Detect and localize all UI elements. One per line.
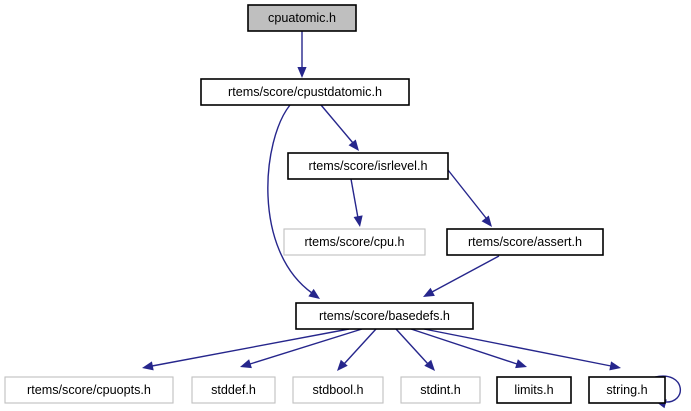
edge-basedefs-to-stdbool: [343, 328, 377, 365]
edge-basedefs-to-limits-arrowhead: [515, 359, 527, 369]
edge-isrlevel-to-assert-arrowhead: [481, 215, 492, 227]
node-box-basedefs[interactable]: [295, 302, 474, 330]
node-box-assert[interactable]: [446, 228, 604, 256]
edge-basedefs-to-cpuopts-arrowhead: [142, 361, 154, 371]
node-box-cpuopts[interactable]: [4, 376, 174, 404]
edge-basedefs-to-string: [423, 328, 612, 367]
edge-layer: [142, 31, 681, 409]
edge-isrlevel-to-assert: [447, 169, 487, 219]
node-assert[interactable]: rtems/score/assert.h: [446, 228, 604, 256]
node-string[interactable]: string.h: [588, 376, 666, 404]
edge-string-self-loop: [654, 375, 681, 403]
edge-cpustdatomic-to-isrlevel-arrowhead: [348, 139, 359, 151]
node-box-string[interactable]: [588, 376, 666, 404]
edge-cpustdatomic-to-isrlevel: [320, 104, 354, 144]
node-cpuopts[interactable]: rtems/score/cpuopts.h: [4, 376, 174, 404]
node-box-stdint[interactable]: [400, 376, 481, 404]
node-cpu[interactable]: rtems/score/cpu.h: [283, 228, 426, 256]
node-box-cpustdatomic[interactable]: [200, 78, 410, 106]
node-stdint[interactable]: stdint.h: [400, 376, 481, 404]
node-isrlevel[interactable]: rtems/score/isrlevel.h: [287, 152, 449, 180]
node-layer: cpuatomic.h rtems/score/cpustdatomic.h rte…: [4, 4, 666, 404]
edge-isrlevel-to-cpu-arrowhead: [353, 215, 363, 227]
node-box-cpuatomic[interactable]: [247, 4, 357, 32]
node-box-limits[interactable]: [496, 376, 572, 404]
node-stdbool[interactable]: stdbool.h: [292, 376, 384, 404]
edge-cpustdatomic-to-basedefs-arrowhead: [308, 288, 320, 299]
node-box-isrlevel[interactable]: [287, 152, 449, 180]
node-stddef[interactable]: stddef.h: [191, 376, 276, 404]
edge-basedefs-to-stdint-arrowhead: [424, 359, 435, 371]
edge-basedefs-to-stdint: [395, 328, 429, 365]
edge-isrlevel-to-cpu: [350, 178, 359, 219]
node-cpustdatomic[interactable]: rtems/score/cpustdatomic.h: [200, 78, 410, 106]
edge-cpustdatomic-to-basedefs: [267, 104, 313, 294]
node-box-stddef[interactable]: [191, 376, 276, 404]
edge-basedefs-to-limits: [410, 328, 518, 365]
node-limits[interactable]: limits.h: [496, 376, 572, 404]
edge-basedefs-to-stddef: [249, 328, 363, 365]
edge-basedefs-to-cpuopts: [151, 328, 350, 367]
edge-basedefs-to-string-arrowhead: [609, 361, 621, 371]
node-basedefs[interactable]: rtems/score/basedefs.h: [295, 302, 474, 330]
edge-assert-to-basedefs: [431, 255, 500, 293]
edge-basedefs-to-stddef-arrowhead: [240, 359, 252, 369]
node-box-stdbool[interactable]: [292, 376, 384, 404]
edge-cpuatomic-to-cpustdatomic-arrowhead: [297, 67, 307, 78]
node-cpuatomic[interactable]: cpuatomic.h: [247, 4, 357, 32]
edge-assert-to-basedefs-arrowhead: [423, 287, 435, 297]
node-box-cpu[interactable]: [283, 228, 426, 256]
edge-basedefs-to-stdbool-arrowhead: [337, 359, 348, 371]
